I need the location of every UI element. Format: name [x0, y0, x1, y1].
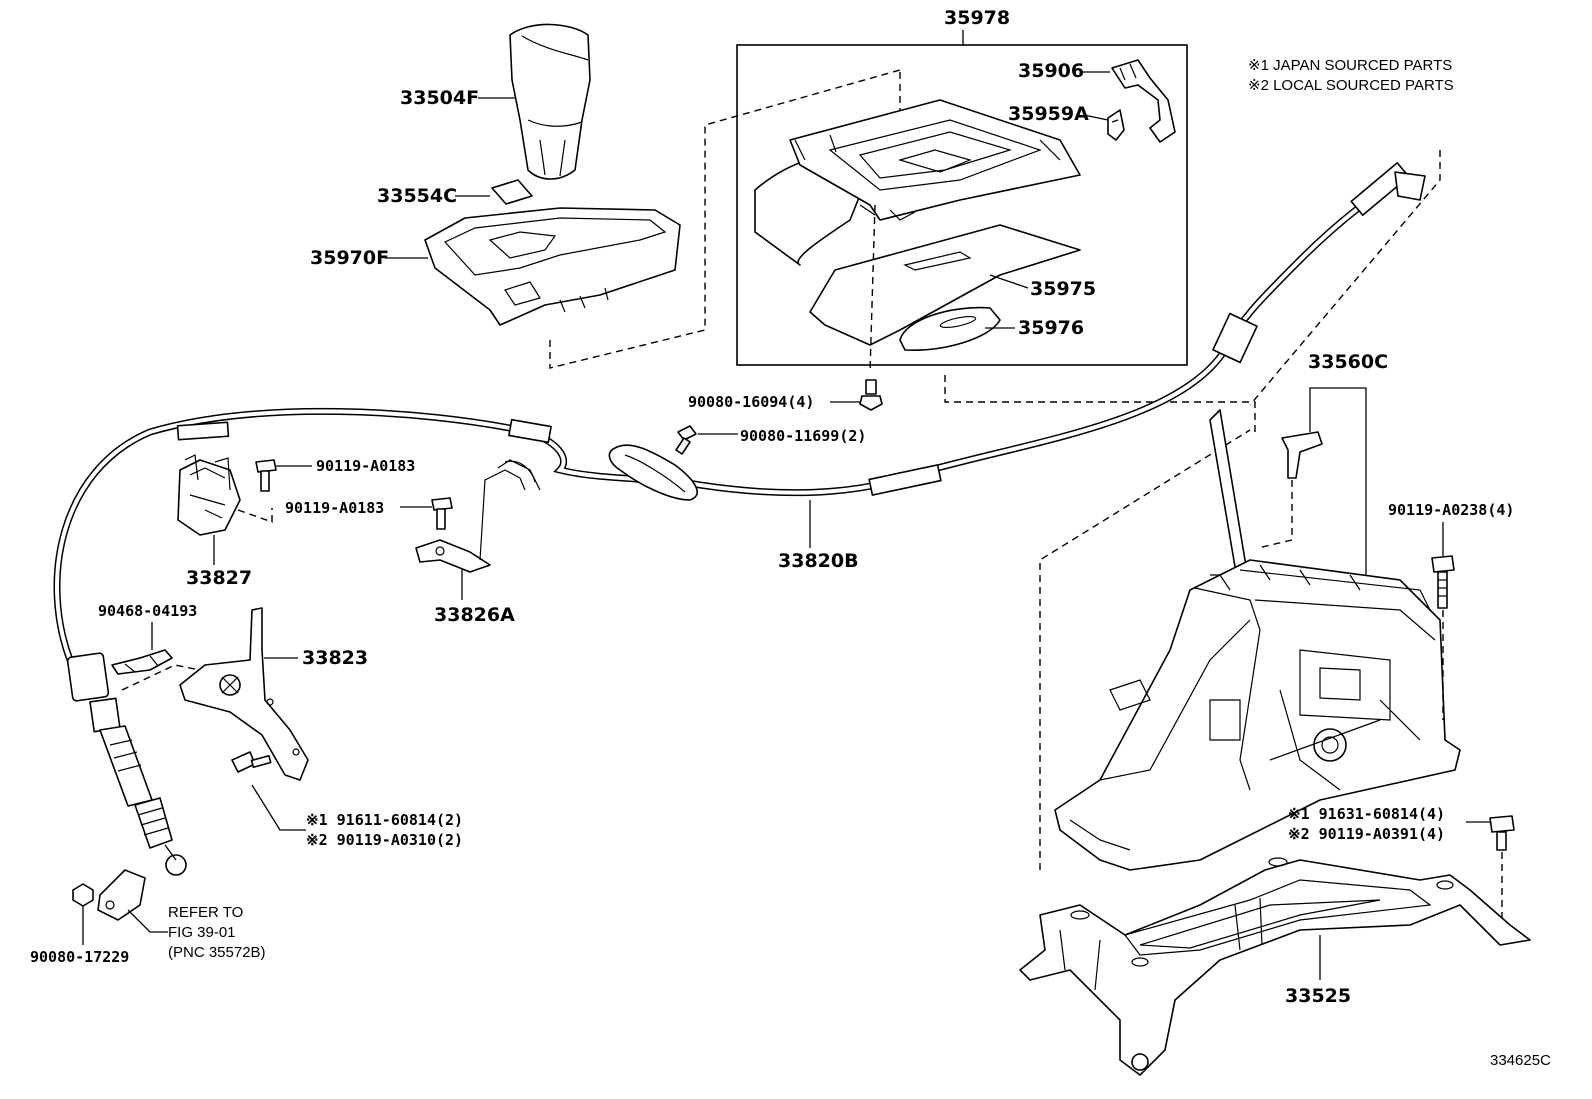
clip-33827: [177, 454, 241, 536]
label-90080-16094: 90080-16094(4): [688, 393, 814, 411]
group-box-35978: [736, 44, 1188, 366]
label-35976: 35976: [1018, 317, 1084, 339]
bolt-90119-a0183-lower: [431, 497, 453, 530]
bracket-refer-35572b: [97, 869, 146, 921]
label-90119-a0391: ※2 90119-A0391(4): [1288, 825, 1445, 843]
note-local-sourced: ※2 LOCAL SOURCED PARTS: [1248, 77, 1454, 94]
bracket-35906: [1111, 59, 1176, 143]
clip-90468-04193: [111, 649, 173, 675]
label-33504f: 33504F: [400, 87, 479, 109]
label-33827: 33827: [186, 567, 252, 589]
shift-lever-assembly-33560c: [1054, 409, 1461, 871]
label-90119-a0310: ※2 90119-A0310(2): [306, 831, 463, 849]
screw-90080-11699: [675, 425, 697, 455]
lever-bracket-33823: [179, 607, 309, 781]
bezel-frame-35970f: [424, 207, 681, 326]
label-91611-60814: ※1 91611-60814(2): [306, 811, 463, 829]
plate-33554c: [491, 179, 533, 205]
bolt-90119-a0183-upper: [255, 459, 277, 492]
nut-90080-17229: [72, 883, 94, 907]
refer-to-line3: (PNC 35572B): [168, 944, 266, 961]
clip-35959a: [1107, 109, 1125, 141]
bolt-91631-60814: [1489, 815, 1515, 851]
figure-id: 334625C: [1490, 1052, 1551, 1069]
note-japan-sourced: ※1 JAPAN SOURCED PARTS: [1248, 57, 1452, 74]
console-bezel-part: [754, 99, 1081, 266]
label-91631-60814: ※1 91631-60814(4): [1288, 805, 1445, 823]
plate-35976: [899, 306, 1001, 351]
bracket-33826a: [415, 459, 541, 573]
label-33525: 33525: [1285, 985, 1351, 1007]
clip-33560c: [1281, 431, 1323, 479]
label-33826a: 33826A: [434, 604, 515, 626]
label-35906: 35906: [1018, 60, 1084, 82]
label-90080-11699: 90080-11699(2): [740, 427, 866, 445]
label-90119-a0183-lower: 90119-A0183: [285, 499, 384, 517]
label-33820b: 33820B: [778, 550, 859, 572]
panel-35975: [809, 224, 1081, 346]
cable-end-lower: [66, 652, 187, 876]
bolt-91611-60814: [231, 751, 272, 773]
bolt-90119-a0238: [1431, 555, 1455, 609]
label-35975: 35975: [1030, 278, 1096, 300]
shift-cable-33820b: [53, 162, 1426, 664]
refer-to-line1: REFER TO: [168, 904, 243, 921]
screw-90080-16094: [859, 379, 883, 411]
label-90119-a0238: 90119-A0238(4): [1388, 501, 1514, 519]
refer-to-line2: FIG 39-01: [168, 924, 236, 941]
label-90468-04193: 90468-04193: [98, 602, 197, 620]
label-35978: 35978: [944, 7, 1010, 29]
label-35970f: 35970F: [310, 247, 389, 269]
label-90080-17229: 90080-17229: [30, 948, 129, 966]
label-33560c: 33560C: [1308, 351, 1388, 373]
cable-grommet-plate: [608, 444, 698, 501]
label-33554c: 33554C: [377, 185, 457, 207]
label-33823: 33823: [302, 647, 368, 669]
label-35959a: 35959A: [1008, 103, 1089, 125]
shift-knob-33504f: [509, 23, 591, 180]
label-90119-a0183-upper: 90119-A0183: [316, 457, 415, 475]
base-bracket-33525: [1019, 857, 1531, 1076]
